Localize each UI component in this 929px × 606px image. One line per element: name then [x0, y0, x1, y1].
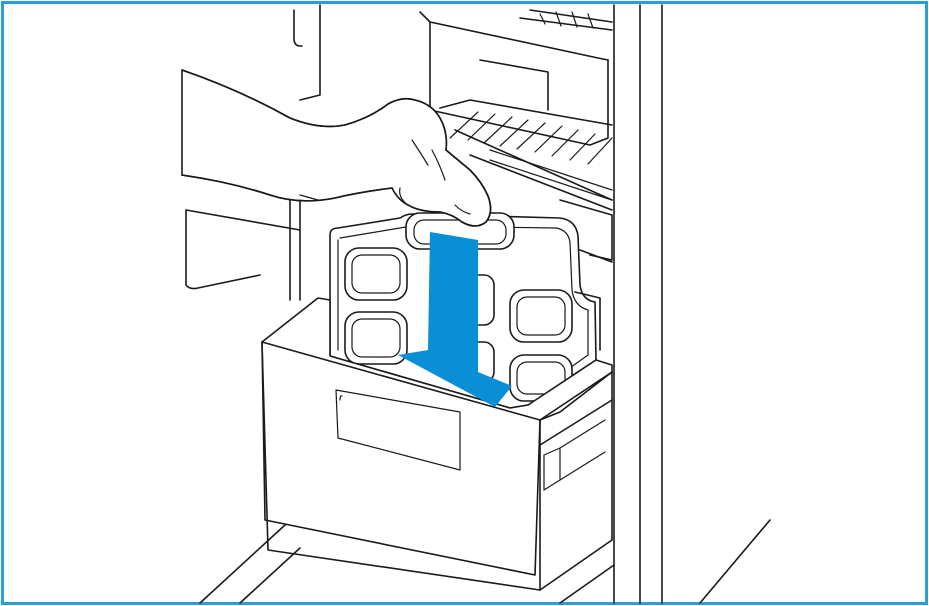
- hand-illustration: [182, 70, 491, 226]
- ice-tray-box: [420, 10, 612, 145]
- fridge-wall: [614, 5, 770, 603]
